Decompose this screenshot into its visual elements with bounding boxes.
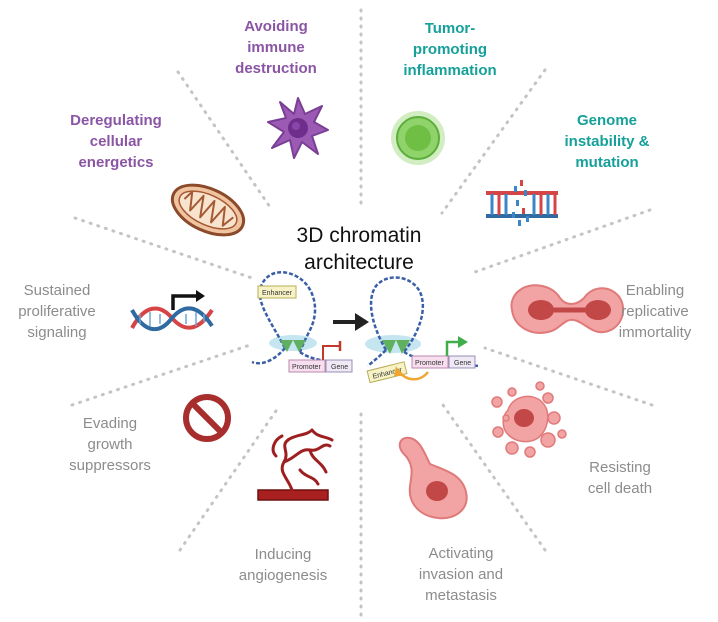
center-title: 3D chromatin architecture — [296, 224, 422, 274]
left-enhancer-label: Enhancer — [262, 290, 293, 297]
hallmark-label-proliferative-signaling: Sustained proliferative signaling — [18, 282, 96, 341]
divider-line-right-lower — [483, 346, 654, 407]
divider-line-left-lower — [70, 343, 252, 407]
hallmark-label-genome-instability: Genome instability & mutation — [564, 112, 650, 171]
left-chromatin-loop: Enhancer Promoter Gene — [251, 271, 353, 373]
right-promoter-label: Promoter — [415, 360, 444, 367]
left-gene-label: Gene — [331, 364, 348, 371]
broken-dna-icon — [486, 180, 558, 226]
mitochondrion-icon — [170, 183, 246, 237]
blood-vessel-icon — [257, 428, 334, 501]
immune-cell-icon — [267, 97, 329, 159]
right-chromatin-loop: Enhancer Promoter Gene — [365, 276, 481, 384]
migrating-cell-icon — [398, 436, 468, 520]
hallmark-label-angiogenesis: Inducing angiogenesis — [238, 546, 328, 584]
inflammation-cell-icon — [391, 111, 445, 165]
dna-helix-arrow-icon — [130, 290, 214, 331]
transition-arrow-icon — [333, 313, 369, 331]
dividing-cell-icon — [510, 284, 625, 334]
hallmark-label-resisting-death: Resisting cell death — [587, 459, 653, 497]
hallmark-label-cellular-energetics: Deregulating cellular energetics — [70, 112, 162, 171]
apoptotic-nucleus — [514, 409, 534, 427]
left-promoter-label: Promoter — [292, 364, 321, 371]
divider-line-bottom-right — [441, 403, 547, 552]
divider-line-bottom-left — [178, 406, 280, 552]
hallmark-label-replicative-immortality: Enabling replicative immortality — [618, 282, 692, 341]
divider-line-right-upper — [473, 208, 652, 274]
divider-line-top-right — [440, 68, 547, 215]
right-gene-label: Gene — [454, 360, 471, 367]
hallmark-label-invasion-metastasis: Activating invasion and metastasis — [418, 545, 504, 604]
hallmark-label-avoiding-immune: Avoiding immune destruction — [235, 18, 317, 77]
divider-line-left-upper — [73, 216, 254, 280]
hallmark-label-growth-suppressors: Evading growth suppressors — [69, 415, 151, 474]
hallmark-label-tumor-inflammation: Tumor- promoting inflammation — [403, 20, 497, 79]
prohibition-icon — [183, 394, 231, 442]
